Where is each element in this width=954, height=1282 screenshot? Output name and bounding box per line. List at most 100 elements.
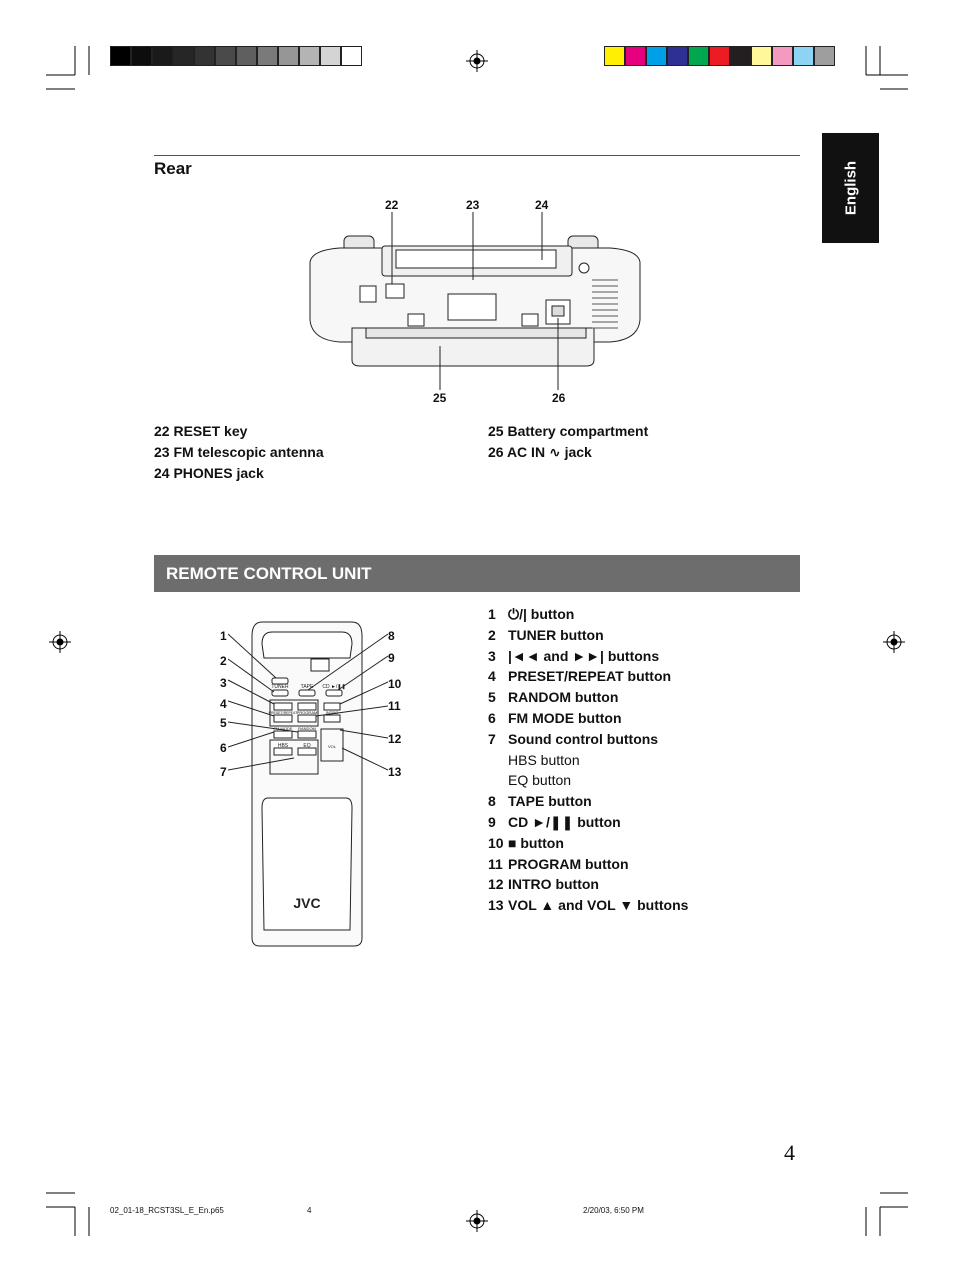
remote-item-number: 13 xyxy=(488,897,504,914)
remote-random-label: RANDOM xyxy=(298,726,316,731)
process-swatch xyxy=(751,46,772,66)
callout-5: 5 xyxy=(220,716,227,730)
gray-swatch xyxy=(194,46,215,66)
process-swatch xyxy=(688,46,709,66)
gray-swatch xyxy=(152,46,173,66)
gray-swatch xyxy=(173,46,194,66)
remote-item-label: Sound control buttons xyxy=(508,730,659,747)
remote-item-8: 8 TAPE button xyxy=(488,791,808,812)
callout-13: 13 xyxy=(388,765,402,779)
remote-item-label: ■ button xyxy=(508,834,564,851)
remote-item-sub: HBS button xyxy=(508,751,580,768)
callout-7: 7 xyxy=(220,765,227,779)
remote-item-label: CD ►/❚❚ button xyxy=(508,813,621,830)
remote-item-7: 7 Sound control buttons xyxy=(488,729,808,750)
remote-item-number: 5 xyxy=(488,689,496,706)
gray-swatch xyxy=(236,46,257,66)
gray-swatch xyxy=(110,46,131,66)
rear-item-22: 22 RESET key xyxy=(154,423,248,439)
callout-2: 2 xyxy=(220,654,227,668)
registration-target-top xyxy=(466,50,488,72)
remote-item-10: 10■ button xyxy=(488,833,808,854)
page-number: 4 xyxy=(784,1140,795,1165)
remote-item-4: 4 PRESET/REPEAT button xyxy=(488,666,808,687)
remote-eq-label: EQ xyxy=(303,743,310,749)
gray-swatch xyxy=(257,46,278,66)
rear-unit-illustration xyxy=(309,212,641,390)
remote-item-number: 4 xyxy=(488,668,496,685)
gray-color-bar xyxy=(110,46,362,66)
rear-legend-left: 22 RESET key 23 FM telescopic antenna 24… xyxy=(154,421,324,484)
process-swatch xyxy=(646,46,667,66)
remote-control-illustration: TUNER TAPE CD ►/❚❚ PRESET/REPEAT PROGRAM… xyxy=(228,621,388,947)
section-rule xyxy=(154,155,800,156)
registration-target-bottom xyxy=(466,1210,488,1232)
remote-item-number: 10 xyxy=(488,834,504,851)
gray-swatch xyxy=(299,46,320,66)
remote-item-number: 3 xyxy=(488,647,496,664)
rear-item-25: 25 Battery compartment xyxy=(488,423,649,439)
callout-1: 1 xyxy=(220,629,227,643)
remote-section-header: REMOTE CONTROL UNIT xyxy=(154,555,800,592)
callout-10: 10 xyxy=(388,677,402,691)
remote-item-number: 2 xyxy=(488,626,496,643)
rear-item-26: 26 AC IN ∿ jack xyxy=(488,444,592,460)
callout-11: 11 xyxy=(388,699,401,713)
remote-item-label: |◄◄ and ►►| buttons xyxy=(508,647,660,664)
rear-item-23: 23 FM telescopic antenna xyxy=(154,444,324,460)
callout-26: 26 xyxy=(552,391,566,405)
remote-item-label: PROGRAM button xyxy=(508,855,629,872)
remote-item-label: TAPE button xyxy=(508,793,592,810)
footer-timestamp: 2/20/03, 6:50 PM xyxy=(583,1206,644,1215)
process-swatch xyxy=(730,46,751,66)
remote-vol-label: VOL xyxy=(328,744,337,749)
remote-program-label: PROGRAM xyxy=(297,710,318,715)
remote-cd-label: CD ►/❚❚ xyxy=(322,684,345,690)
gray-swatch xyxy=(215,46,236,66)
registration-target-right xyxy=(883,631,905,653)
remote-item-label: TUNER button xyxy=(508,626,604,643)
process-swatch xyxy=(814,46,835,66)
remote-item-sub: EQ button xyxy=(508,772,572,789)
callout-3: 3 xyxy=(220,676,227,690)
remote-item-number: 1 xyxy=(488,606,496,622)
process-color-bar xyxy=(604,46,835,66)
remote-fmmode-label: FM MODE xyxy=(274,726,293,731)
gray-swatch xyxy=(341,46,362,66)
remote-item-2: 2 TUNER button xyxy=(488,625,808,646)
callout-9: 9 xyxy=(388,651,395,665)
process-swatch xyxy=(709,46,730,66)
language-tab: English xyxy=(822,133,879,243)
remote-item-number: 8 xyxy=(488,793,496,810)
remote-preset-label: PRESET/REPEAT xyxy=(269,711,299,715)
remote-item-label: PRESET/REPEAT button xyxy=(508,668,672,685)
callout-23: 23 xyxy=(466,198,480,212)
gray-swatch xyxy=(320,46,341,66)
remote-item-number: 12 xyxy=(488,876,504,893)
remote-item-label: VOL ▲ and VOL ▼ buttons xyxy=(508,897,689,914)
registration-target-left xyxy=(49,631,71,653)
remote-item-11: 11 PROGRAM button xyxy=(488,854,808,875)
remote-brand-logo: JVC xyxy=(293,895,320,911)
callout-24: 24 xyxy=(535,198,549,212)
remote-item-number: 7 xyxy=(488,730,496,747)
remote-tuner-label: TUNER xyxy=(271,684,289,690)
process-swatch xyxy=(604,46,625,66)
remote-section-title: REMOTE CONTROL UNIT xyxy=(166,564,372,583)
process-swatch xyxy=(667,46,688,66)
process-swatch xyxy=(793,46,814,66)
process-swatch xyxy=(625,46,646,66)
callout-8: 8 xyxy=(388,629,395,643)
rear-item-24: 24 PHONES jack xyxy=(154,465,264,481)
callout-25: 25 xyxy=(433,391,447,405)
remote-item-number: 11 xyxy=(488,855,503,872)
footer-page: 4 xyxy=(307,1206,312,1215)
language-tab-label: English xyxy=(842,160,859,216)
remote-tape-label: TAPE xyxy=(301,684,314,690)
footer-file: 02_01-18_RCST3SL_E_En.p65 xyxy=(110,1206,224,1215)
